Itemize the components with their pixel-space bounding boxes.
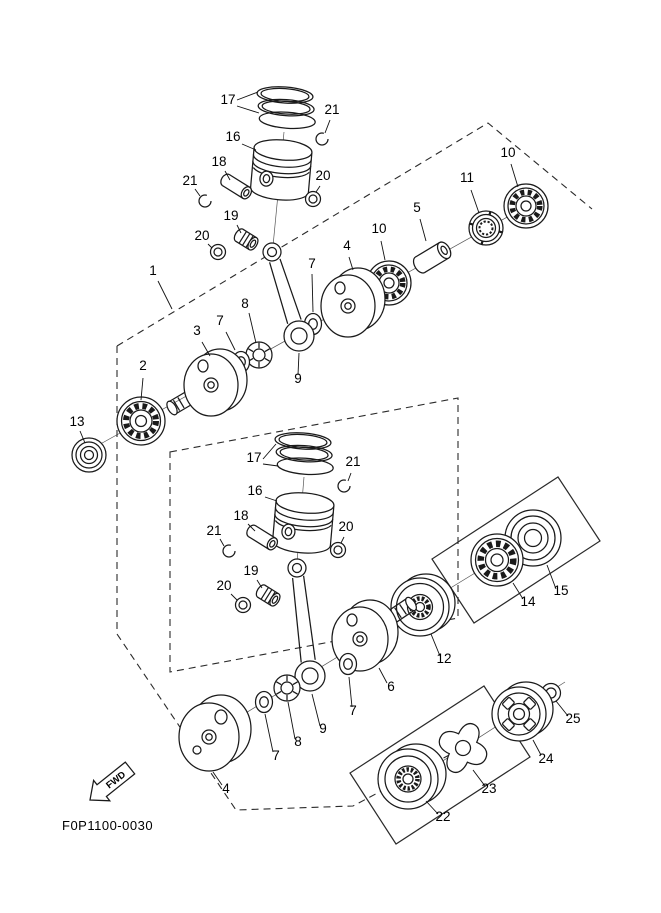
coupling-flange <box>377 743 447 810</box>
callout-label: 15 <box>553 583 568 598</box>
callout-label: 6 <box>387 679 395 694</box>
callout-label: 20 <box>216 578 231 593</box>
circlip <box>315 132 329 146</box>
thrust-washer <box>338 652 358 676</box>
thrust-washer <box>254 690 274 714</box>
callout-label: 19 <box>243 563 258 578</box>
callout-label: 7 <box>272 748 280 763</box>
callout-label: 12 <box>436 651 451 666</box>
washer-clip <box>329 541 347 559</box>
connecting-rod-upper <box>262 242 315 352</box>
oil-seal-left <box>71 437 107 473</box>
callout-label: 24 <box>538 751 554 766</box>
callout-label: 8 <box>241 296 249 311</box>
piston-upper <box>249 139 313 201</box>
main-bearing-right <box>470 533 524 587</box>
callout-label: 2 <box>139 358 147 373</box>
crank-web-upper-right <box>320 267 386 338</box>
callout-label: 19 <box>223 208 238 223</box>
drive-plate <box>390 573 456 637</box>
callout-label: 21 <box>206 523 221 538</box>
callout-label: 17 <box>246 450 261 465</box>
leader-lines <box>79 91 569 815</box>
piston-pin-lower <box>246 524 279 551</box>
callout-label: 5 <box>413 200 421 215</box>
piston-ring-set-lower <box>274 432 334 476</box>
callout-label: 25 <box>565 711 580 726</box>
circlip <box>337 479 351 493</box>
callout-label: 20 <box>315 168 330 183</box>
callout-label: 8 <box>294 734 302 749</box>
callout-label: 17 <box>220 92 235 107</box>
claw-coupling <box>491 681 554 742</box>
big-end-bearing <box>245 341 273 369</box>
coupling-damper <box>438 723 488 773</box>
callout-label: 21 <box>324 102 339 117</box>
small-end-bearing-upper <box>233 228 259 251</box>
callout-label: 4 <box>343 238 351 253</box>
crank-web-lower-left <box>178 694 252 772</box>
big-end-bearing <box>273 674 301 702</box>
callout-label: 10 <box>500 145 515 160</box>
piston-lower <box>271 492 335 554</box>
lock-nut <box>468 210 504 246</box>
piston-ring-set-upper <box>256 86 316 130</box>
callout-label: 11 <box>460 170 474 185</box>
callout-label: 20 <box>194 228 209 243</box>
small-end-bearing-lower <box>255 584 281 607</box>
connecting-rod-lower <box>287 558 326 692</box>
part-code: F0P1100-0030 <box>62 818 153 833</box>
callout-label: 7 <box>349 703 357 718</box>
callout-label: 22 <box>435 809 450 824</box>
callout-label: 16 <box>225 129 240 144</box>
washer-clip <box>304 190 322 208</box>
callout-labels: 17 21 16 18 21 20 19 20 10 11 5 10 4 7 1… <box>69 92 580 824</box>
main-bearing-left <box>116 396 166 446</box>
bearing-seal-box <box>431 476 601 624</box>
callout-label: 7 <box>216 313 224 328</box>
callout-label: 14 <box>520 594 536 609</box>
callout-label: 18 <box>211 154 226 169</box>
circlip <box>222 544 236 558</box>
callout-label: 3 <box>193 323 201 338</box>
callout-label: 1 <box>149 263 157 278</box>
callout-label: 20 <box>338 519 353 534</box>
callout-label: 9 <box>294 371 302 386</box>
callout-label: 9 <box>319 721 327 736</box>
piston-pin-upper <box>220 173 253 200</box>
crank-pin-spacer <box>412 241 452 274</box>
main-bearing <box>503 183 549 229</box>
washer-clip <box>234 596 252 614</box>
crankshaft-half-upper-left <box>166 348 248 417</box>
callout-label: 10 <box>371 221 386 236</box>
callout-label: 21 <box>345 454 360 469</box>
callout-label: 21 <box>182 173 197 188</box>
callout-label: 23 <box>481 781 496 796</box>
fwd-arrow: FWD <box>89 761 136 802</box>
callout-label: 16 <box>247 483 262 498</box>
callout-label: 4 <box>222 781 230 796</box>
callout-label: 18 <box>233 508 248 523</box>
callout-label: 13 <box>69 414 84 429</box>
callout-label: 7 <box>308 256 316 271</box>
circlip <box>198 194 212 208</box>
washer-clip <box>209 243 227 261</box>
